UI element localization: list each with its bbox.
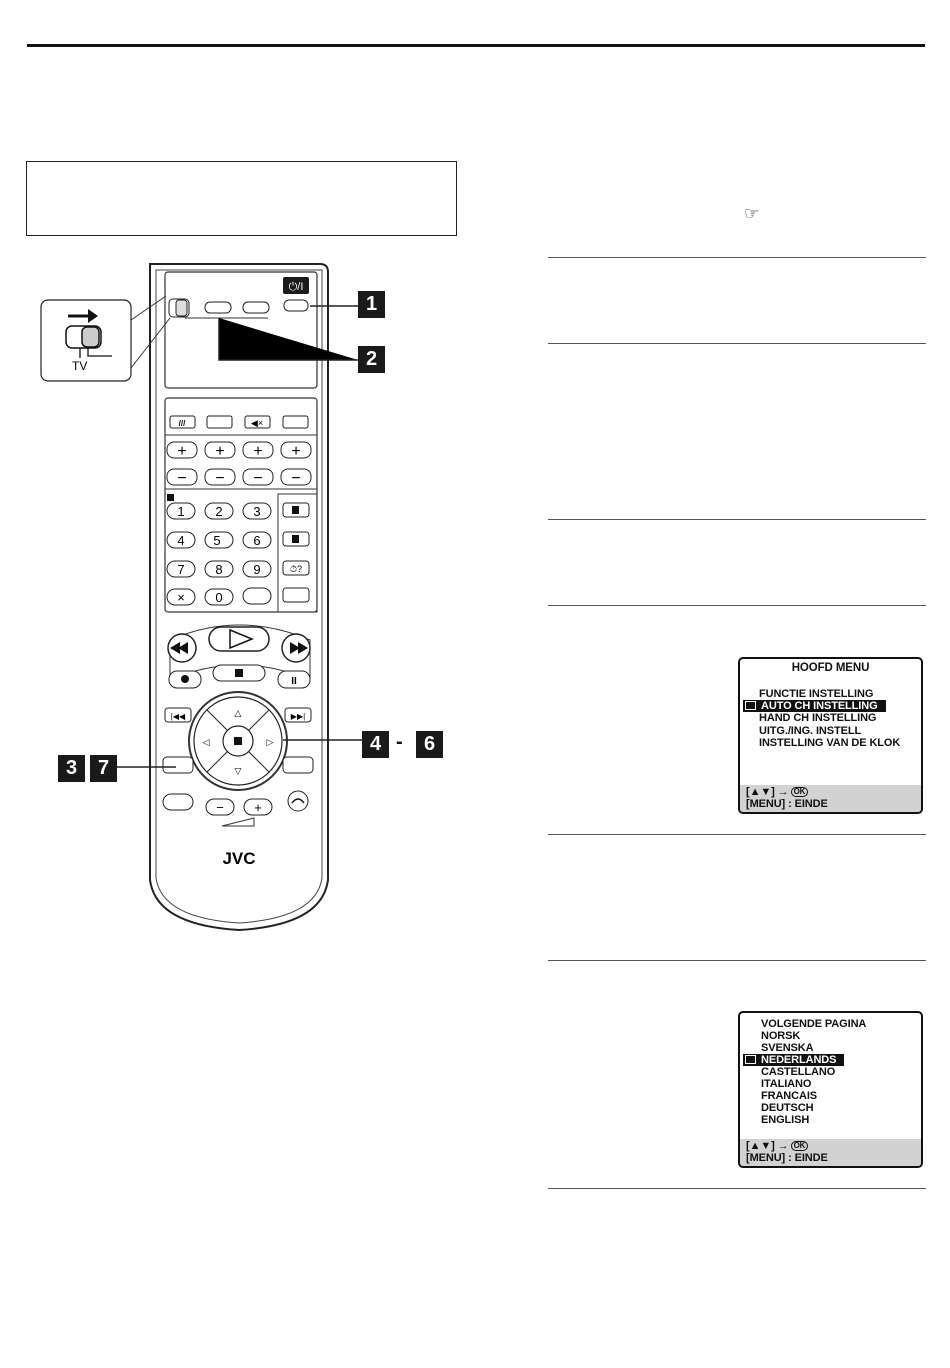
svg-text:+: + bbox=[253, 443, 262, 460]
svg-text:△: △ bbox=[235, 708, 242, 718]
svg-text:+: + bbox=[215, 443, 224, 460]
ok-badge: OK bbox=[790, 1141, 809, 1151]
pointer-icon bbox=[745, 701, 756, 710]
menu-item: ENGLISH bbox=[761, 1114, 810, 1126]
menu-footer: [▲▼] →OK [MENU] : EINDE bbox=[740, 785, 921, 812]
svg-text:−: − bbox=[291, 470, 300, 487]
step-divider bbox=[548, 519, 926, 520]
step-badge-7: 7 bbox=[90, 755, 117, 782]
step-divider bbox=[548, 834, 926, 835]
step-badge-1: 1 bbox=[358, 291, 385, 318]
pointer-icon bbox=[745, 1055, 756, 1064]
svg-text:9: 9 bbox=[253, 562, 260, 577]
svg-text:◀×: ◀× bbox=[251, 418, 263, 428]
svg-text:II: II bbox=[291, 676, 297, 687]
svg-text:0: 0 bbox=[215, 590, 222, 605]
language-menu-screen: VOLGENDE PAGINA NORSK SVENSKA NEDERLANDS… bbox=[738, 1011, 923, 1168]
main-menu-title: HOOFD MENU bbox=[791, 662, 870, 674]
svg-text:3: 3 bbox=[253, 504, 260, 519]
menu-item: FRANCAIS bbox=[761, 1090, 818, 1102]
svg-text:2: 2 bbox=[215, 504, 222, 519]
svg-text:▽: ▽ bbox=[235, 766, 242, 776]
power-button bbox=[283, 277, 309, 294]
switch-tv-label: TV bbox=[72, 359, 87, 373]
exit-hint: [MENU] : EINDE bbox=[746, 1152, 828, 1164]
menu-item-selected: AUTO CH INSTELLING bbox=[743, 700, 886, 712]
step-divider bbox=[548, 343, 926, 344]
svg-text:−: − bbox=[253, 470, 262, 487]
menu-item: NORSK bbox=[761, 1030, 801, 1042]
svg-text:×: × bbox=[177, 590, 185, 605]
svg-text:▶▶|: ▶▶| bbox=[291, 712, 305, 721]
svg-text:///: /// bbox=[179, 419, 186, 428]
svg-text:+: + bbox=[177, 443, 186, 460]
svg-text:+: + bbox=[254, 800, 262, 815]
nav-hint: [▲▼] → bbox=[746, 1140, 789, 1152]
menu-item: ITALIANO bbox=[761, 1078, 812, 1090]
svg-text:−: − bbox=[216, 800, 224, 815]
menu-item: INSTELLING VAN DE KLOK bbox=[759, 737, 901, 749]
ok-badge: OK bbox=[790, 787, 809, 797]
menu-item: DEUTSCH bbox=[761, 1102, 814, 1114]
step-divider bbox=[548, 1188, 926, 1189]
step-divider bbox=[548, 605, 926, 606]
step-divider bbox=[548, 960, 926, 961]
step-badge-4: 4 bbox=[362, 731, 389, 758]
step-divider bbox=[548, 257, 926, 258]
svg-text:|◀◀: |◀◀ bbox=[171, 712, 186, 721]
page-reference-icon: ☞ bbox=[744, 204, 760, 224]
menu-footer: [▲▼] →OK [MENU] : EINDE bbox=[740, 1139, 921, 1166]
main-menu-screen: HOOFD MENU FUNCTIE INSTELLING AUTO CH IN… bbox=[738, 657, 923, 814]
svg-text:+: + bbox=[291, 443, 300, 460]
power-label: ⏻/I bbox=[289, 281, 304, 293]
menu-item: UITG./ING. INSTELL bbox=[759, 725, 862, 737]
exit-hint: [MENU] : EINDE bbox=[746, 798, 828, 810]
svg-text:1: 1 bbox=[177, 504, 184, 519]
svg-text:7: 7 bbox=[177, 562, 184, 577]
menu-item: SVENSKA bbox=[761, 1042, 814, 1054]
menu-item: VOLGENDE PAGINA bbox=[761, 1018, 867, 1030]
menu-item: CASTELLANO bbox=[761, 1066, 836, 1078]
top-rule bbox=[27, 44, 925, 47]
step-range-dash: - bbox=[396, 731, 403, 753]
notice-box bbox=[26, 161, 457, 236]
menu-item: FUNCTIE INSTELLING bbox=[759, 688, 874, 700]
svg-text:5: 5 bbox=[213, 533, 220, 548]
svg-text:4: 4 bbox=[177, 533, 184, 548]
step-badge-6: 6 bbox=[416, 731, 443, 758]
menu-item: HAND CH INSTELLING bbox=[759, 712, 877, 724]
svg-text:6: 6 bbox=[253, 533, 260, 548]
step-badge-3: 3 bbox=[58, 755, 85, 782]
svg-text:8: 8 bbox=[215, 562, 222, 577]
nav-hint: [▲▼] → bbox=[746, 786, 789, 798]
svg-text:⏱?: ⏱? bbox=[290, 564, 302, 574]
step-badge-2: 2 bbox=[358, 346, 385, 373]
brand-logo: JVC bbox=[222, 849, 255, 868]
svg-text:−: − bbox=[177, 470, 186, 487]
svg-text:−: − bbox=[215, 470, 224, 487]
svg-text:▷: ▷ bbox=[267, 737, 274, 747]
svg-text:◁: ◁ bbox=[203, 737, 210, 747]
menu-item-selected: NEDERLANDS bbox=[743, 1054, 845, 1066]
